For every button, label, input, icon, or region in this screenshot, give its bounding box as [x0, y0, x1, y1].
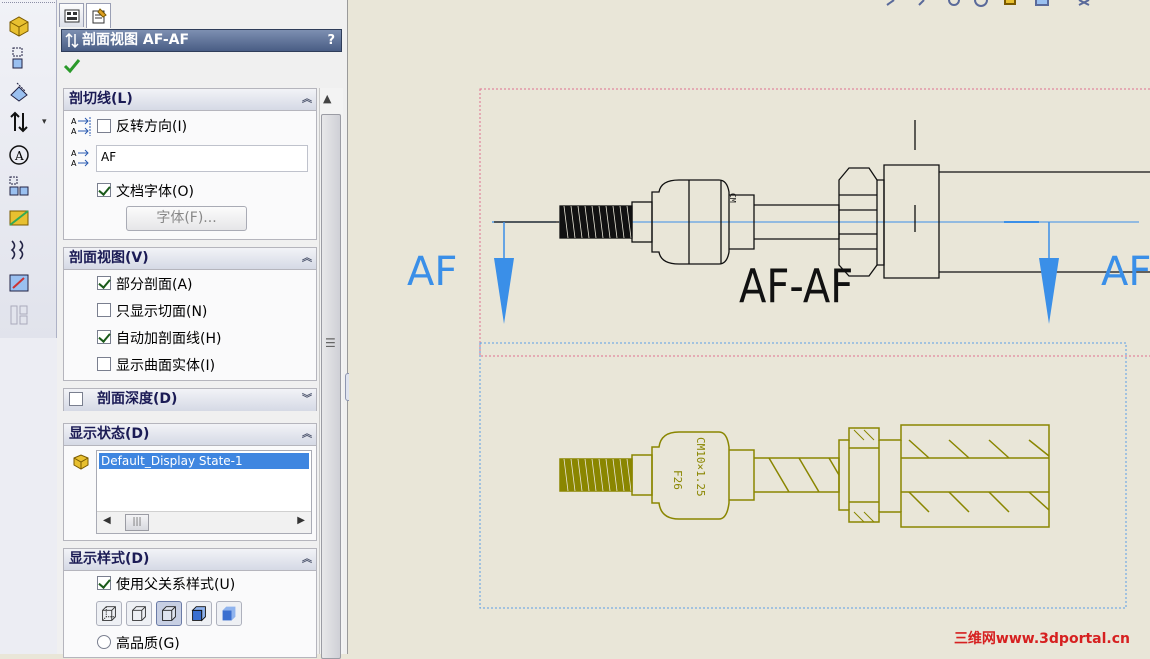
section-label-left[interactable]: AF: [407, 249, 457, 295]
shaded-button[interactable]: [216, 601, 242, 626]
hidden-lines-visible-button[interactable]: [126, 601, 152, 626]
display-state-hscroll[interactable]: ◀ ||| ▶: [97, 511, 311, 533]
reverse-direction-label: 反转方向(I): [116, 119, 188, 135]
section-arrow-right[interactable]: [1039, 222, 1059, 324]
display-style-header[interactable]: 显示样式(D)︽: [64, 549, 316, 571]
drawing-sheet[interactable]: AF-AF CM AF AF: [349, 0, 1150, 654]
expand-chevron-icon[interactable]: ︾: [302, 394, 312, 405]
partial-section-checkbox[interactable]: [97, 276, 111, 290]
crop-view-icon[interactable]: [6, 205, 32, 231]
parent-view-boundary[interactable]: [479, 88, 1150, 357]
display-state-item[interactable]: Default_Display State-1: [99, 453, 309, 469]
section-line-header[interactable]: 剖切线(L)︽: [64, 89, 316, 111]
engraving-thread-spec: CM10×1.25: [694, 437, 707, 497]
auxiliary-view-icon[interactable]: [6, 78, 32, 104]
display-state-header[interactable]: 显示状态(D)︽: [64, 424, 316, 446]
scroll-left-arrow-icon[interactable]: ◀: [103, 515, 111, 526]
drawing-svg[interactable]: AF-AF CM AF AF: [349, 0, 1150, 654]
display-state-group: 显示状态(D)︽ Default_Display State-1 ◀ ||| ▶: [63, 423, 317, 541]
svg-text:A: A: [71, 117, 77, 126]
section-depth-group: 剖面深度(D)︾: [63, 388, 317, 411]
threaded-stud: [559, 205, 633, 239]
section-view-title-text: 剖面视图 AF-AF: [82, 32, 190, 48]
shaded-with-edges-button[interactable]: [186, 601, 212, 626]
display-style-group: 显示样式(D)︽ 使用父关系样式(U) 高品质(G): [63, 548, 317, 658]
svg-text:A: A: [71, 159, 77, 168]
model-view-icon[interactable]: [6, 13, 32, 39]
use-parent-style-label: 使用父关系样式(U): [116, 577, 236, 593]
ok-checkmark-icon[interactable]: [63, 57, 81, 75]
reverse-direction-checkbox[interactable]: [97, 119, 111, 133]
detail-view-icon[interactable]: A: [6, 142, 32, 168]
toolbar-grip[interactable]: [2, 2, 55, 5]
section-view-boundary[interactable]: [479, 342, 1127, 609]
section-view-header[interactable]: 剖面视图(V)︽: [64, 248, 316, 270]
scroll-grip-icon: ☰: [325, 336, 336, 350]
section-view-icon[interactable]: [6, 109, 32, 135]
partial-section-label: 部分剖面(A): [116, 277, 193, 293]
reverse-direction-icon: AA: [71, 117, 91, 136]
scroll-right-arrow-icon[interactable]: ▶: [297, 515, 305, 526]
property-manager-scroll-thumb[interactable]: [321, 114, 341, 659]
high-quality-radio[interactable]: [97, 635, 111, 649]
view-layout-toolbar: ▾ A: [0, 0, 57, 654]
scroll-thumb[interactable]: |||: [125, 514, 149, 531]
broken-view-icon[interactable]: [6, 173, 32, 199]
property-manager-tab[interactable]: [86, 3, 111, 28]
svg-text:A: A: [14, 149, 24, 163]
display-state-list[interactable]: Default_Display State-1 ◀ ||| ▶: [96, 450, 312, 534]
document-font-label: 文档字体(O): [116, 184, 194, 200]
scroll-up-arrow-icon[interactable]: ▲: [323, 92, 332, 105]
svg-text:A: A: [71, 127, 77, 136]
section-label-right[interactable]: AF: [1101, 249, 1150, 295]
break-view-icon[interactable]: [6, 237, 32, 263]
heads-up-toolbar[interactable]: [886, 0, 1090, 7]
section-view-group: 剖面视图(V)︽ 部分剖面(A) 只显示切面(N) 自动加剖面线(H) 显示曲面…: [63, 247, 317, 381]
collapse-chevron-icon[interactable]: ︽: [302, 554, 312, 565]
show-surface-bodies-label: 显示曲面实体(I): [116, 358, 216, 374]
collapse-chevron-icon[interactable]: ︽: [302, 429, 312, 440]
font-button[interactable]: 字体(F)...: [126, 206, 247, 231]
help-button[interactable]: ?: [327, 33, 335, 48]
engraving-f26: F26: [671, 470, 684, 490]
section-view-title: 剖面视图 AF-AF ?: [61, 29, 342, 52]
wireframe-style-button[interactable]: [96, 601, 122, 626]
show-slice-only-checkbox[interactable]: [97, 303, 111, 317]
collapse-chevron-icon[interactable]: ︽: [302, 253, 312, 264]
parent-view-geometry[interactable]: [492, 120, 1150, 279]
high-quality-label: 高品质(G): [116, 636, 180, 652]
engraving-top: CM: [728, 193, 737, 203]
property-manager-scrollbar[interactable]: ▲ ☰: [319, 88, 343, 659]
view-label[interactable]: AF-AF: [739, 260, 853, 313]
section-view-title-icon: [65, 33, 79, 48]
hidden-lines-removed-button[interactable]: [156, 601, 182, 626]
section-arrow-left[interactable]: [494, 222, 514, 324]
projected-view-icon[interactable]: [6, 45, 32, 71]
document-font-checkbox[interactable]: [97, 183, 111, 197]
feature-tree-tab[interactable]: [59, 3, 84, 27]
show-slice-only-label: 只显示切面(N): [116, 304, 208, 320]
section-label-icon: AA: [71, 149, 89, 168]
section-view-geometry[interactable]: [559, 424, 1050, 528]
use-parent-style-checkbox[interactable]: [97, 576, 111, 590]
section-label-input[interactable]: AF: [96, 145, 308, 172]
predefined-view-icon: [6, 302, 32, 328]
section-depth-checkbox[interactable]: [69, 392, 83, 406]
svg-text:A: A: [71, 149, 77, 158]
show-surface-bodies-checkbox[interactable]: [97, 357, 111, 371]
alternate-position-icon[interactable]: [6, 270, 32, 296]
auto-hatching-label: 自动加剖面线(H): [116, 331, 222, 347]
auto-hatching-checkbox[interactable]: [97, 330, 111, 344]
section-view-dropdown-icon[interactable]: ▾: [42, 117, 47, 127]
display-state-icon: [73, 454, 89, 470]
watermark: 三维网www.3dportal.cn: [953, 631, 1130, 647]
section-depth-header[interactable]: 剖面深度(D)︾: [64, 389, 316, 411]
collapse-chevron-icon[interactable]: ︽: [302, 94, 312, 105]
